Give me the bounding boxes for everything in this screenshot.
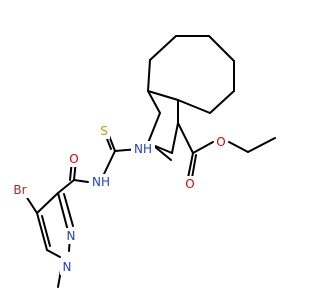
atom-label-layer: S S NH NH O O O Br: [10, 123, 228, 275]
bond: [147, 112, 161, 144]
bond: [149, 35, 177, 61]
oxygen-ester-label: O: [214, 134, 228, 150]
bond: [192, 141, 214, 154]
bond: [73, 179, 89, 183]
bond: [153, 145, 172, 161]
bond: [41, 215, 51, 247]
sulfur-thio-label: S: [98, 123, 110, 139]
bond: [57, 192, 69, 232]
oxygen-amide-label: O: [67, 151, 81, 167]
bond: [177, 99, 211, 114]
bond: [103, 150, 116, 175]
oxygen-ester-text: O: [216, 135, 225, 149]
nh-right-label: NH: [131, 141, 155, 157]
bond: [247, 137, 276, 153]
oxygen-ester-carbonyl-label: O: [183, 176, 197, 192]
nitrogen-pyrazole-1-label: N: [60, 259, 74, 275]
nh-left-label: NH: [89, 174, 113, 190]
bond: [228, 141, 249, 153]
bond: [187, 152, 194, 179]
bond: [57, 179, 75, 194]
bond: [191, 154, 197, 179]
sulfur-thio-text: S: [100, 124, 108, 138]
bond: [46, 249, 61, 258]
nitrogen-pyrazole-2-label: N: [64, 228, 78, 244]
nitrogen-pyrazole-1-text: N: [63, 260, 72, 274]
oxygen-amide-text: O: [69, 152, 78, 166]
nh-left-text: NH: [92, 175, 110, 189]
bond: [147, 90, 179, 101]
bond: [147, 90, 161, 114]
bond: [177, 122, 194, 154]
nh-right-text: NH: [134, 142, 152, 156]
bond: [36, 192, 59, 214]
bond: [36, 212, 48, 251]
bromine-label: Br: [10, 182, 30, 198]
bromine-text: Br: [13, 183, 26, 197]
molecule-diagram: S S NH NH O O O Br: [10, 35, 276, 288]
bond: [147, 59, 151, 92]
bond: [171, 122, 179, 154]
oxygen-ester-carbonyl-text: O: [185, 177, 194, 191]
bond: [63, 193, 74, 227]
bond: [208, 35, 235, 62]
bond-layer: [23, 35, 276, 288]
bond: [209, 90, 235, 114]
nitrogen-pyrazole-2-text: N: [67, 229, 76, 243]
